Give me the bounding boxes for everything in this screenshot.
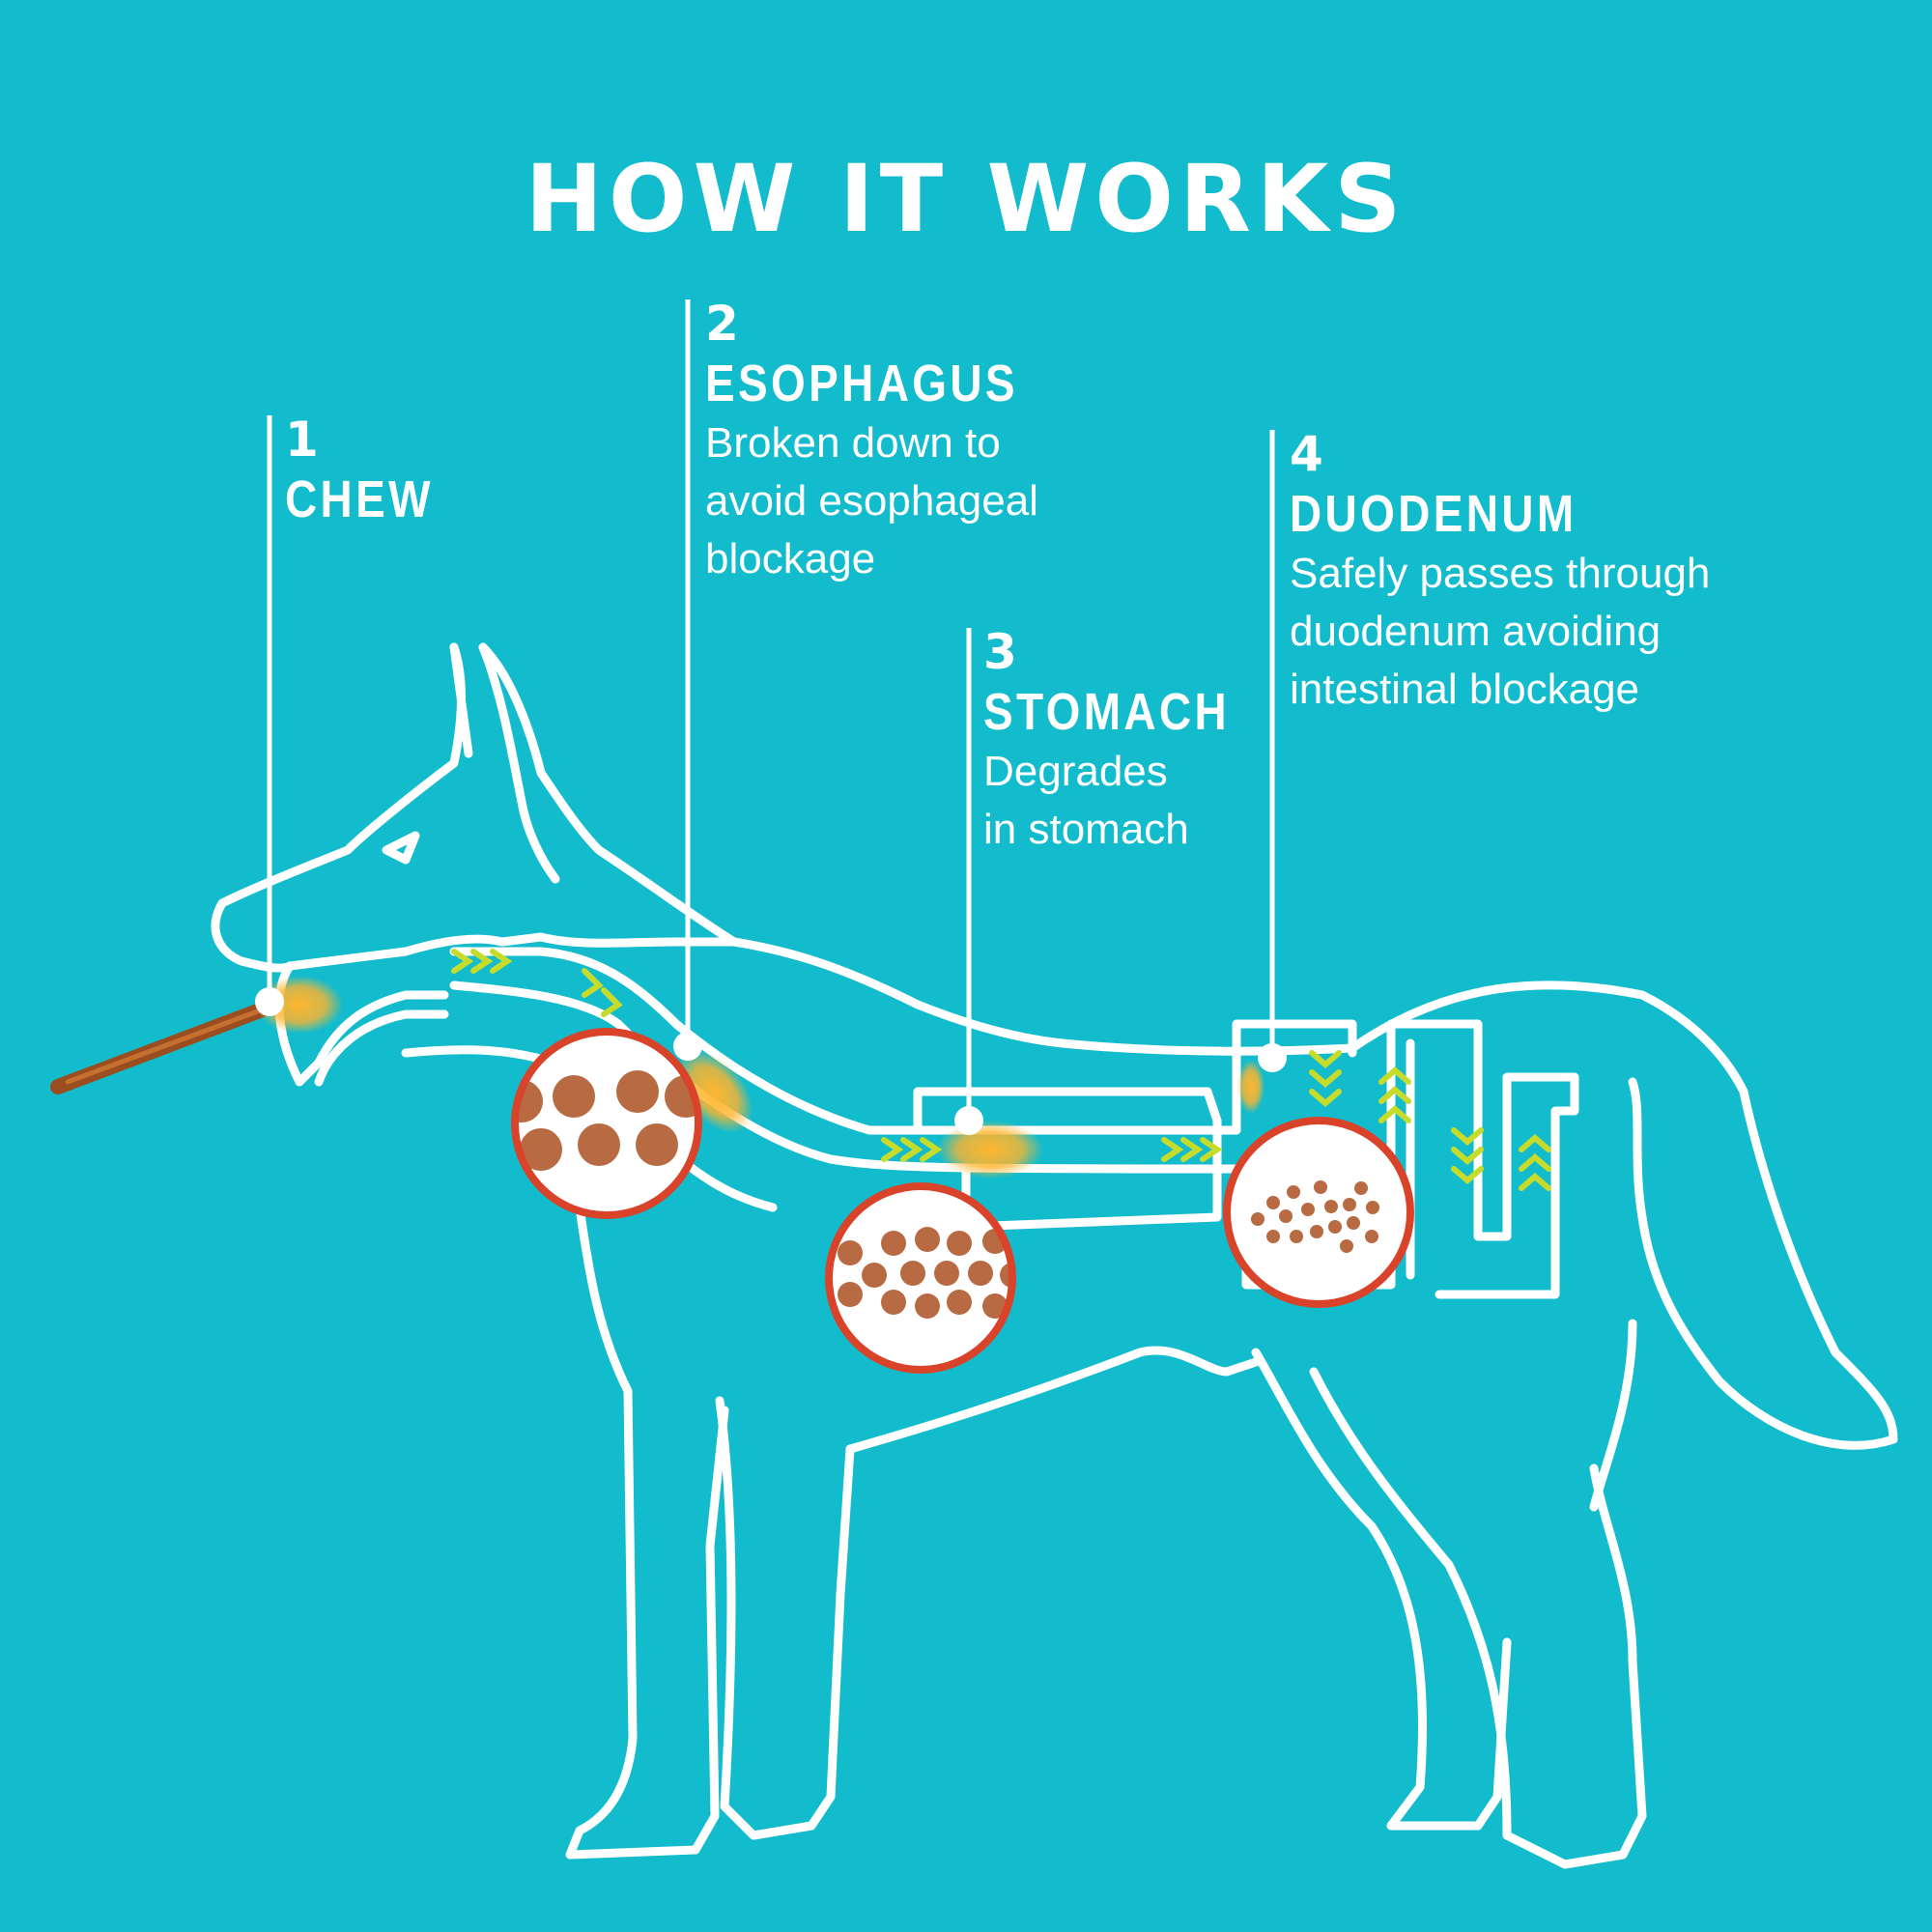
step-number: 1 xyxy=(285,412,319,468)
step-duodenum: 4 DUODENUM Safely passes through duodenu… xyxy=(1290,425,1710,719)
step-heading: CHEW xyxy=(285,470,434,528)
step-stomach: 3 STOMACH Degrades in stomach xyxy=(983,623,1273,859)
glow-highlights xyxy=(256,976,1264,1179)
chevron-right-icon xyxy=(451,949,1551,1191)
page-title: HOW IT WORKS xyxy=(525,145,1407,253)
magnifier-duodenum xyxy=(1223,1117,1414,1308)
callout-lines xyxy=(267,299,1275,1121)
step-heading: STOMACH xyxy=(983,683,1231,741)
step-esophagus: 2 ESOPHAGUS Broken down to avoid esophag… xyxy=(705,295,1073,588)
step-heading: ESOPHAGUS xyxy=(705,355,1018,412)
step-chew: 1 CHEW xyxy=(285,411,460,530)
step-number: 2 xyxy=(705,296,739,352)
step-description: Safely passes through duodenum avoiding … xyxy=(1290,550,1711,713)
step-description: Broken down to avoid esophageal blockage xyxy=(705,419,1038,582)
dot-marker-icon xyxy=(255,987,1287,1135)
step-heading: DUODENUM xyxy=(1290,485,1577,543)
magnifier-esophagus xyxy=(511,1028,702,1219)
step-number: 4 xyxy=(1290,426,1323,482)
step-description: Degrades in stomach xyxy=(983,748,1189,853)
magnifier-stomach xyxy=(825,1182,1016,1374)
step-number: 3 xyxy=(983,624,1017,680)
chew-stick-icon xyxy=(50,997,283,1094)
dog-outline xyxy=(211,642,1898,1869)
